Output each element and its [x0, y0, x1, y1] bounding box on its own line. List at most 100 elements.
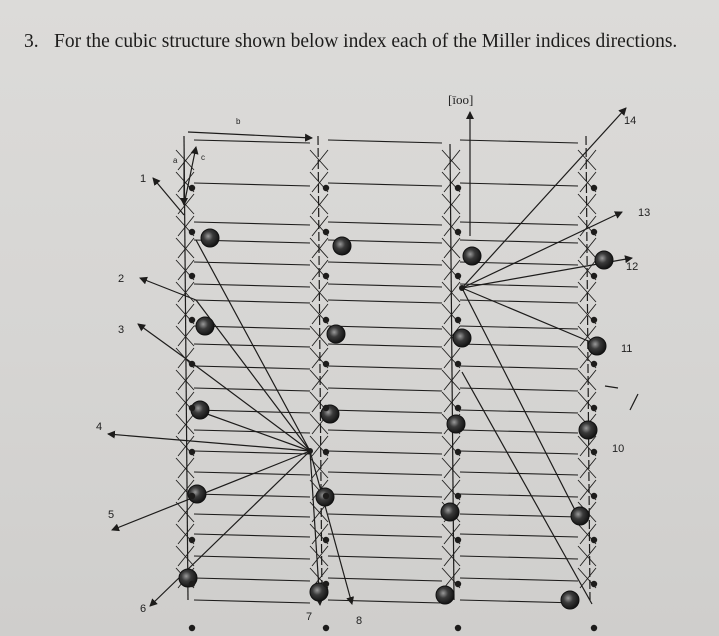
origin-point [459, 285, 465, 291]
row-line [193, 577, 311, 582]
strut-line [175, 501, 195, 523]
atom-small [322, 360, 330, 368]
axis-arrow-b [187, 131, 313, 142]
row-line [459, 221, 579, 226]
row-line [459, 261, 579, 266]
strut-line [441, 281, 461, 303]
atom-large [462, 246, 482, 266]
strut-line [177, 413, 195, 435]
atom-small [454, 360, 462, 368]
atom-small [454, 448, 462, 456]
row-line [459, 182, 579, 187]
strut-line [175, 237, 195, 259]
strut-line [443, 325, 461, 347]
dash-mark [629, 393, 639, 411]
strut-line [443, 391, 461, 413]
row-line [327, 139, 443, 144]
row-line [327, 555, 443, 560]
row-line [327, 343, 443, 348]
atom-small [188, 492, 196, 500]
strut-line [177, 545, 195, 567]
axis-label-a: a [173, 156, 178, 165]
atom-small [322, 404, 330, 412]
atom-small [188, 624, 196, 632]
strut-line [175, 457, 195, 479]
strut-line [577, 237, 597, 259]
atom-small [590, 536, 598, 544]
strut-line [177, 435, 195, 457]
diagonal-2 [195, 299, 311, 452]
atom-small [454, 404, 462, 412]
direction-arrow-1 [152, 177, 185, 216]
row-line [193, 182, 311, 187]
strut-line [311, 259, 329, 281]
strut-line [579, 369, 597, 391]
row-line [459, 343, 579, 348]
row-line [327, 450, 443, 455]
strut-line [177, 501, 195, 523]
direction-label-10: 10 [612, 443, 624, 455]
row-line [327, 409, 443, 414]
strut-line [441, 545, 461, 567]
strut-line [577, 369, 597, 391]
row-line [193, 299, 311, 304]
direction-label-4: 4 [96, 421, 102, 433]
row-line [459, 555, 579, 560]
strut-line [177, 237, 195, 259]
atom-small [590, 448, 598, 456]
direction-arrow-5 [111, 450, 311, 532]
strut-line [443, 435, 461, 457]
row-line [327, 493, 443, 498]
strut-line [579, 237, 597, 259]
diagonal-4 [195, 409, 311, 452]
strut-line [177, 303, 195, 325]
row-line [459, 577, 579, 582]
strut-line [175, 149, 195, 171]
row-line [193, 409, 311, 414]
strut-line [443, 545, 461, 567]
origin-point [307, 448, 313, 454]
row-line [459, 429, 579, 434]
atom-small [188, 448, 196, 456]
strut-line [177, 325, 195, 347]
strut-line [177, 523, 195, 545]
strut-line [579, 391, 597, 413]
strut-line [443, 281, 461, 303]
row-line [327, 533, 443, 538]
row-line [459, 450, 579, 455]
strut-line [177, 391, 195, 413]
direction-label-7: 7 [306, 611, 312, 623]
diagonal-1 [195, 239, 311, 452]
row-line [327, 599, 443, 604]
atom-small [188, 580, 196, 588]
atom-large [594, 250, 614, 270]
atom-large [309, 582, 329, 602]
strut-line [175, 369, 195, 391]
strut-line [177, 369, 195, 391]
direction-arrow-11 [461, 287, 601, 347]
column-line [183, 135, 189, 601]
strut-line [443, 479, 461, 501]
atom-small [590, 228, 598, 236]
atom-small [188, 360, 196, 368]
direction-arrow-6 [149, 450, 311, 607]
strut-line [175, 413, 195, 435]
strut-line [443, 567, 461, 589]
atom-large [560, 590, 580, 610]
direction-label-5: 5 [108, 509, 114, 521]
atom-small [590, 316, 598, 324]
strut-line [579, 259, 597, 281]
row-line [327, 387, 443, 392]
atom-small [188, 536, 196, 544]
strut-line [311, 149, 329, 171]
row-line [193, 261, 311, 266]
row-line [459, 365, 579, 370]
atom-small [322, 184, 330, 192]
row-line [459, 513, 579, 518]
strut-line [579, 457, 597, 479]
direction-label-2: 2 [118, 273, 124, 285]
strut-line [309, 545, 329, 567]
strut-line [443, 149, 461, 171]
